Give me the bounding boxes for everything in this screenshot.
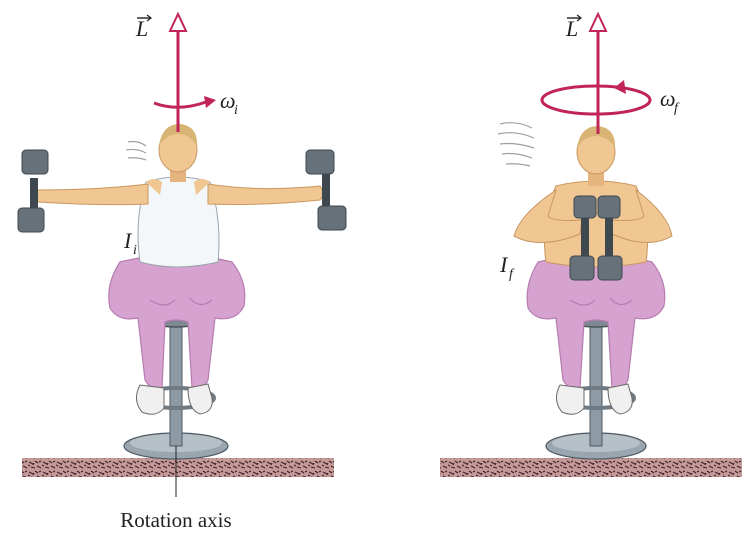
omega-initial-subscript: i [234,103,238,118]
torso-left [138,177,219,267]
floor-right [440,458,742,477]
inertia-final-label: I [499,252,509,277]
initial-state-figure: L ω i I i Rotation axis [18,14,346,532]
angular-momentum-label-right: L [565,16,578,41]
final-state-figure: L ω f I f [440,14,742,477]
motion-lines-left [126,142,146,161]
arm-left-1 [35,184,148,205]
rotation-axis-label: Rotation axis [120,508,231,532]
inertia-final-subscript: f [509,267,515,282]
motion-lines-right [498,123,534,166]
stool-post-right [590,320,602,446]
angular-momentum-arrowhead-right [590,14,606,31]
shoe-right-2 [608,384,632,414]
arm-left-2 [208,184,323,205]
shoe-left-1 [136,385,164,414]
inertia-initial-label: I [123,228,133,253]
inertia-initial-subscript: i [133,243,137,258]
omega-final-subscript: f [674,101,680,116]
shoe-right-1 [556,385,584,414]
shoe-left-2 [188,384,212,414]
floor-left [22,458,334,477]
rotation-loop-right [542,86,650,114]
stool-post-left [170,320,182,446]
angular-momentum-label-left: L [135,16,148,41]
rotation-arc-left [154,102,206,107]
angular-momentum-arrowhead-left [170,14,186,31]
